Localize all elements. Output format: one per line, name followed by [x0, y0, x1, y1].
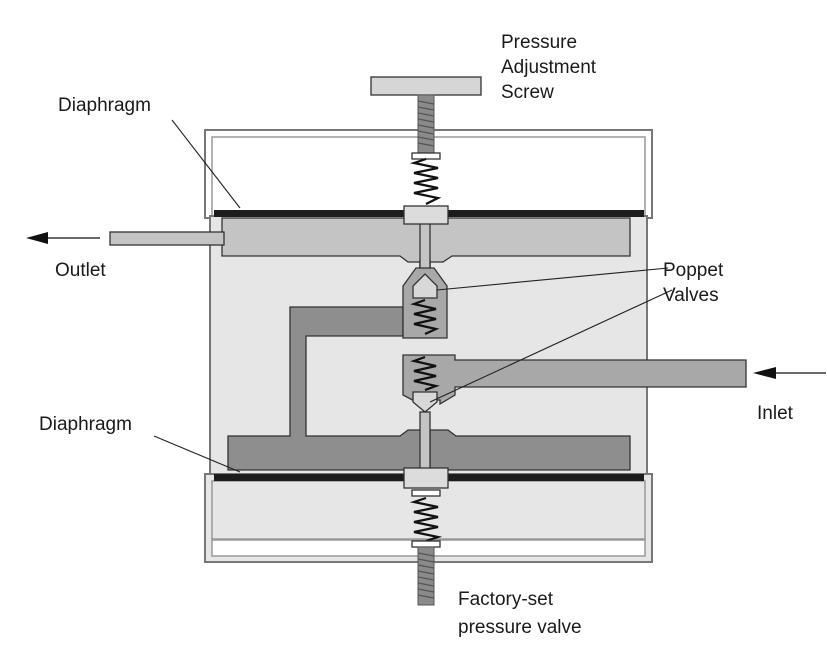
top-spring: [409, 157, 442, 205]
leader-diaphragm-top: [171, 119, 241, 209]
label-poppet-valves-2: Valves: [663, 285, 719, 306]
housing: [204, 129, 653, 563]
outlet-arrow: [26, 232, 100, 244]
leader-diaphragm-bottom: [153, 435, 241, 473]
bottom-spring: [409, 496, 443, 543]
label-outlet: Outlet: [55, 260, 106, 281]
lower-poppet: [412, 391, 438, 413]
label-inlet: Inlet: [757, 403, 794, 424]
factory-set-screw: [411, 489, 441, 606]
label-diaphragm-bottom: Diaphragm: [39, 414, 132, 435]
pressure-adjustment-screw: [370, 76, 482, 160]
lower-chamber: [227, 306, 631, 471]
label-pressure-adjustment-3: Screw: [501, 82, 554, 103]
label-factory-set-2: pressure valve: [458, 617, 582, 638]
label-pressure-adjustment-2: Adjustment: [501, 57, 597, 78]
inlet-arrow: [753, 367, 826, 379]
label-factory-set-1: Factory-set: [458, 589, 554, 610]
leader-poppet-upper: [436, 267, 669, 291]
screw-knob: [370, 76, 482, 96]
leader-poppet-lower: [429, 289, 673, 403]
top-diaphragm-plate: [403, 205, 449, 225]
label-poppet-valves-1: Poppet: [663, 260, 724, 281]
label-pressure-adjustment-1: Pressure: [501, 32, 577, 53]
bottom-diaphragm-plate: [403, 467, 449, 489]
upper-poppet: [412, 273, 438, 299]
label-diaphragm-top: Diaphragm: [58, 95, 151, 116]
outlet-pipe: [109, 231, 225, 246]
lower-poppet-spring: [410, 355, 440, 392]
upper-poppet-spring: [410, 298, 440, 336]
